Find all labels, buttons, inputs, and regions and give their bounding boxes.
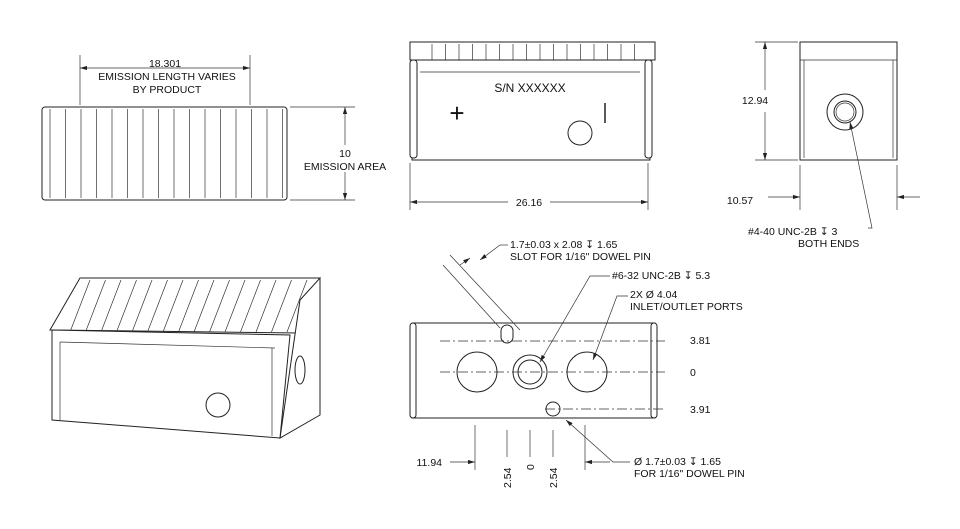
bottom-view: 1.7±0.03 x 2.08 ↧ 1.65 SLOT FOR 1/16" DO… [409, 239, 745, 488]
center-thread-note: #6-32 UNC-2B ↧ 5.3 [612, 270, 710, 282]
serial-number: S/N XXXXXX [494, 81, 565, 95]
height-note: EMISSION AREA [304, 161, 386, 173]
isometric-view [49, 276, 321, 439]
length-note: EMISSION LENGTH VARIES [98, 71, 236, 83]
x-dim-left: 2.54 [502, 467, 514, 488]
thread-note: #4-40 UNC-2B ↧ 3 [748, 226, 837, 238]
pin-note-2: FOR 1/16" DOWEL PIN [634, 468, 745, 480]
dowel-slot [500, 324, 514, 344]
bottom-body-outline [411, 322, 656, 419]
y-dim-center: 0 [690, 367, 696, 379]
center-threaded-hole [512, 354, 548, 390]
rib-line [224, 279, 246, 333]
side-offset-dimension: 10.57 [727, 195, 753, 207]
rib-line [162, 279, 184, 333]
rib-line [147, 279, 168, 333]
x-dim-offset: 11.94 [417, 457, 443, 469]
dowel-pin-hole [545, 401, 561, 417]
plus-terminal-mark: + [449, 98, 464, 128]
port-circle [567, 120, 593, 146]
side-view: 12.94 10.57 #4-40 UNC-2B ↧ 3 BOTH ENDS [727, 41, 920, 250]
side-body-outline [799, 41, 898, 161]
x-dim-right: 2.54 [548, 467, 560, 488]
outlet-port [566, 351, 608, 393]
ports-note-2: INLET/OUTLET PORTS [630, 301, 743, 313]
height-dimension: 10 [339, 148, 351, 160]
rib-line [116, 279, 137, 333]
cooling-ribs [49, 109, 283, 198]
x-dim-zero: 0 [525, 464, 537, 470]
side-height-dimension: 12.94 [742, 95, 768, 107]
rib-line [178, 279, 199, 333]
threaded-hole [826, 93, 864, 131]
y-dim-top: 3.81 [690, 335, 711, 347]
rib-line [131, 279, 153, 333]
rib-line [193, 279, 215, 333]
width-dimension: 26.16 [516, 197, 542, 209]
ports-note: 2X Ø 4.04 [630, 289, 677, 301]
slot-note: 1.7±0.03 x 2.08 ↧ 1.65 [510, 239, 618, 251]
rib-line [240, 279, 261, 333]
top-view: 18.301 EMISSION LENGTH VARIES BY PRODUCT… [41, 55, 386, 201]
iso-side-port [294, 355, 306, 385]
front-body-outline [411, 59, 651, 161]
front-view: S/N XXXXXX + 26.16 [409, 41, 656, 210]
rib-line [255, 279, 277, 333]
rib-line [69, 279, 91, 333]
iso-front-port [205, 392, 231, 418]
rib-line [286, 279, 308, 333]
rib-line [271, 279, 292, 333]
rib-line [209, 279, 230, 333]
emission-body-outline [41, 106, 288, 201]
y-dim-bottom: 3.91 [690, 404, 711, 416]
inlet-port [456, 351, 498, 393]
iso-ribs [69, 279, 308, 333]
thread-note-2: BOTH ENDS [798, 238, 859, 250]
length-note-2: BY PRODUCT [133, 84, 202, 96]
pin-note: Ø 1.7±0.03 ↧ 1.65 [634, 456, 721, 468]
rib-line [85, 279, 106, 333]
slot-note-2: SLOT FOR 1/16" DOWEL PIN [510, 251, 651, 263]
length-dimension: 18.301 [149, 58, 181, 70]
front-ribs [431, 44, 635, 60]
rib-line [100, 279, 122, 333]
